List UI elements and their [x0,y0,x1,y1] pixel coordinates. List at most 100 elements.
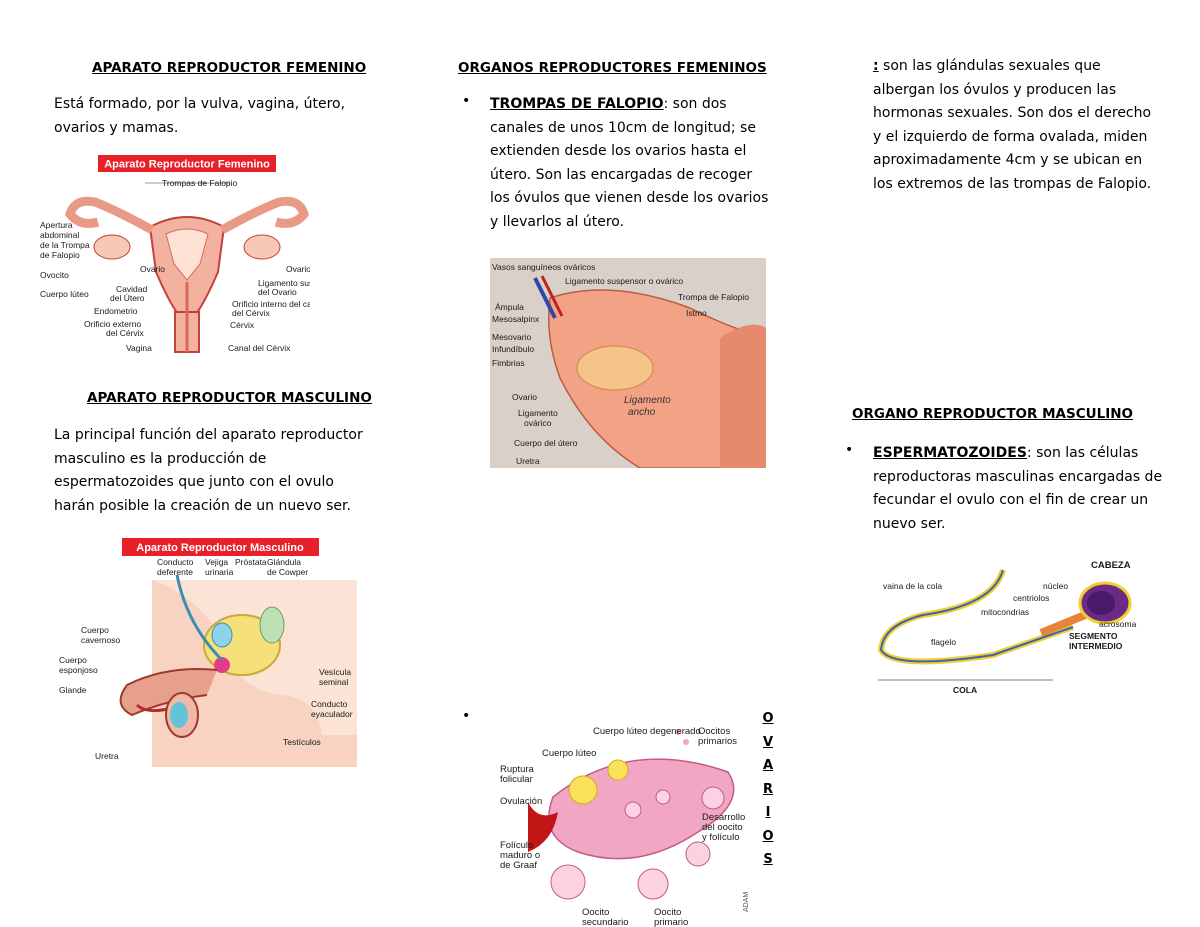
svg-text:primarios: primarios [698,736,737,747]
svg-text:Cérvix: Cérvix [230,320,255,330]
svg-text:Conducto: Conducto [311,699,348,709]
svg-text:Canal del Cérvix: Canal del Cérvix [228,343,291,353]
svg-text:del oocito: del oocito [702,822,743,833]
svg-text:Testículos: Testículos [283,737,321,747]
svg-text:eyaculador: eyaculador [311,709,353,719]
svg-text:INTERMEDIO: INTERMEDIO [1069,641,1123,651]
svg-text:y folículo: y folículo [702,832,740,843]
female-figure-title: Aparato Reproductor Femenino [104,159,270,171]
svg-text:del Cérvix: del Cérvix [232,308,271,318]
svg-text:mitocondrias: mitocondrias [981,607,1029,617]
sperm-figure: CABEZA vaina de la cola núcleo centriolo… [873,555,1143,697]
female-system-text: Está formado, por la vulva, vagina, úter… [54,96,346,136]
svg-text:Oocito: Oocito [582,907,609,918]
svg-text:SEGMENTO: SEGMENTO [1069,631,1118,641]
svg-text:Folículo: Folículo [500,840,533,851]
svg-text:Mesovario: Mesovario [492,332,531,342]
heading-male-system: APARATO REPRODUCTOR MASCULINO [87,390,372,406]
svg-text:deferente: deferente [157,567,193,577]
svg-text:cavernoso: cavernoso [81,635,120,645]
trompas-term: TROMPAS DE FALOPIO [490,96,664,112]
ovary-figure: Cuerpo lúteo degenerado Oocitos primario… [498,722,756,927]
svg-text:Conducto: Conducto [157,557,194,567]
svg-text:Ovario: Ovario [140,264,165,274]
svg-text:Cuerpo lúteo: Cuerpo lúteo [40,289,89,299]
svg-text:Vejiga: Vejiga [205,557,228,567]
svg-text:Trompas de Falopio: Trompas de Falopio [162,178,238,188]
bullet-ovarios: • [462,708,471,724]
svg-text:Ligamento suspensor o ovárico: Ligamento suspensor o ovárico [565,276,683,286]
svg-text:Glande: Glande [59,685,87,695]
ovarios-text: son las glándulas sexuales que albergan … [873,58,1152,192]
svg-text:Ovocito: Ovocito [40,270,69,280]
svg-text:Cuerpo lúteo: Cuerpo lúteo [542,748,596,759]
svg-text:Infundíbulo: Infundíbulo [492,344,534,354]
svg-text:núcleo: núcleo [1043,581,1068,591]
svg-text:Apertura: Apertura [40,220,73,230]
svg-text:COLA: COLA [953,685,977,695]
heading-female-system: APARATO REPRODUCTOR FEMENINO [92,60,367,76]
svg-text:ancho: ancho [628,407,656,418]
espermatozoides-text: : son las células reproductoras masculin… [873,445,1163,532]
svg-text:folicular: folicular [500,774,533,785]
female-anatomy-figure: Aparato Reproductor Femenino Trompas de … [40,152,310,356]
svg-text:primario: primario [654,917,688,927]
svg-text:Próstata: Próstata [235,557,267,567]
svg-text:Oocitos: Oocitos [698,726,730,737]
ovarios-vertical-title: O V A R I O S [762,711,774,867]
male-figure-title: Aparato Reproductor Masculino [136,542,304,554]
svg-text:Orificio interno del canal: Orificio interno del canal [232,299,310,309]
svg-text:abdominal: abdominal [40,230,79,240]
svg-text:Vasos sanguíneos ováricos: Vasos sanguíneos ováricos [492,262,595,272]
svg-text:Uretra: Uretra [516,456,540,466]
svg-text:Desarrollo: Desarrollo [702,812,745,823]
svg-text:secundario: secundario [582,917,628,927]
svg-text:de Falopio: de Falopio [40,250,80,260]
svg-text:Cuerpo del útero: Cuerpo del útero [514,438,578,448]
svg-text:Endometrio: Endometrio [94,306,138,316]
svg-text:Oocito: Oocito [654,907,681,918]
svg-text:Cuerpo: Cuerpo [81,625,109,635]
svg-text:Ligamento: Ligamento [518,408,558,418]
bullet-espermatozoides: • [845,442,854,458]
svg-text:ADAM: ADAM [743,892,750,912]
svg-text:Trompa de Falopio: Trompa de Falopio [678,292,749,302]
trompas-paragraph: TROMPAS DE FALOPIO: son dos canales de u… [490,93,770,234]
fallopian-tube-figure: Vasos sanguíneos ováricos Ligamento susp… [490,258,766,468]
svg-text:Ovario: Ovario [286,264,310,274]
svg-text:Uretra: Uretra [95,751,119,761]
svg-text:del Ovario: del Ovario [258,287,297,297]
svg-text:seminal: seminal [319,677,348,687]
svg-text:Orificio externo: Orificio externo [84,319,141,329]
svg-text:flagelo: flagelo [931,637,956,647]
svg-text:Glándula: Glándula [267,557,301,567]
espermatozoides-paragraph: ESPERMATOZOIDES: son las células reprodu… [873,442,1163,536]
heading-male-organ: ORGANO REPRODUCTOR MASCULINO [852,406,1133,422]
svg-text:Ámpula: Ámpula [495,302,524,312]
svg-text:Ligamento suspensorio: Ligamento suspensorio [258,278,310,288]
svg-text:del Útero: del Útero [110,293,145,303]
svg-text:Cavidad: Cavidad [116,284,147,294]
male-anatomy-figure: Aparato Reproductor Masculino Conducto d… [57,535,357,767]
svg-text:de la Trompa: de la Trompa [40,240,90,250]
svg-text:Cuerpo lúteo degenerado: Cuerpo lúteo degenerado [593,726,701,737]
svg-text:Mesosalpinx: Mesosalpinx [492,314,540,324]
heading-female-organs: ORGANOS REPRODUCTORES FEMENINOS [458,60,767,76]
svg-text:vaina de la cola: vaina de la cola [883,581,942,591]
svg-text:urinaria: urinaria [205,567,234,577]
svg-text:del Cérvix: del Cérvix [106,328,145,338]
svg-text:acrosoma: acrosoma [1099,619,1137,629]
svg-text:Vagina: Vagina [126,343,152,353]
svg-text:Ruptura: Ruptura [500,764,535,775]
svg-text:Cuerpo: Cuerpo [59,655,87,665]
svg-text:de Cowper: de Cowper [267,567,308,577]
svg-text:esponjoso: esponjoso [59,665,98,675]
svg-text:Vesícula: Vesícula [319,667,351,677]
svg-text:Ligamento: Ligamento [624,395,671,406]
svg-text:CABEZA: CABEZA [1091,560,1131,571]
svg-text:maduro o: maduro o [500,850,540,861]
svg-text:de Graaf: de Graaf [500,860,537,871]
espermatozoides-term: ESPERMATOZOIDES [873,445,1027,461]
bullet-trompas: • [462,93,471,109]
svg-text:ovárico: ovárico [524,418,552,428]
